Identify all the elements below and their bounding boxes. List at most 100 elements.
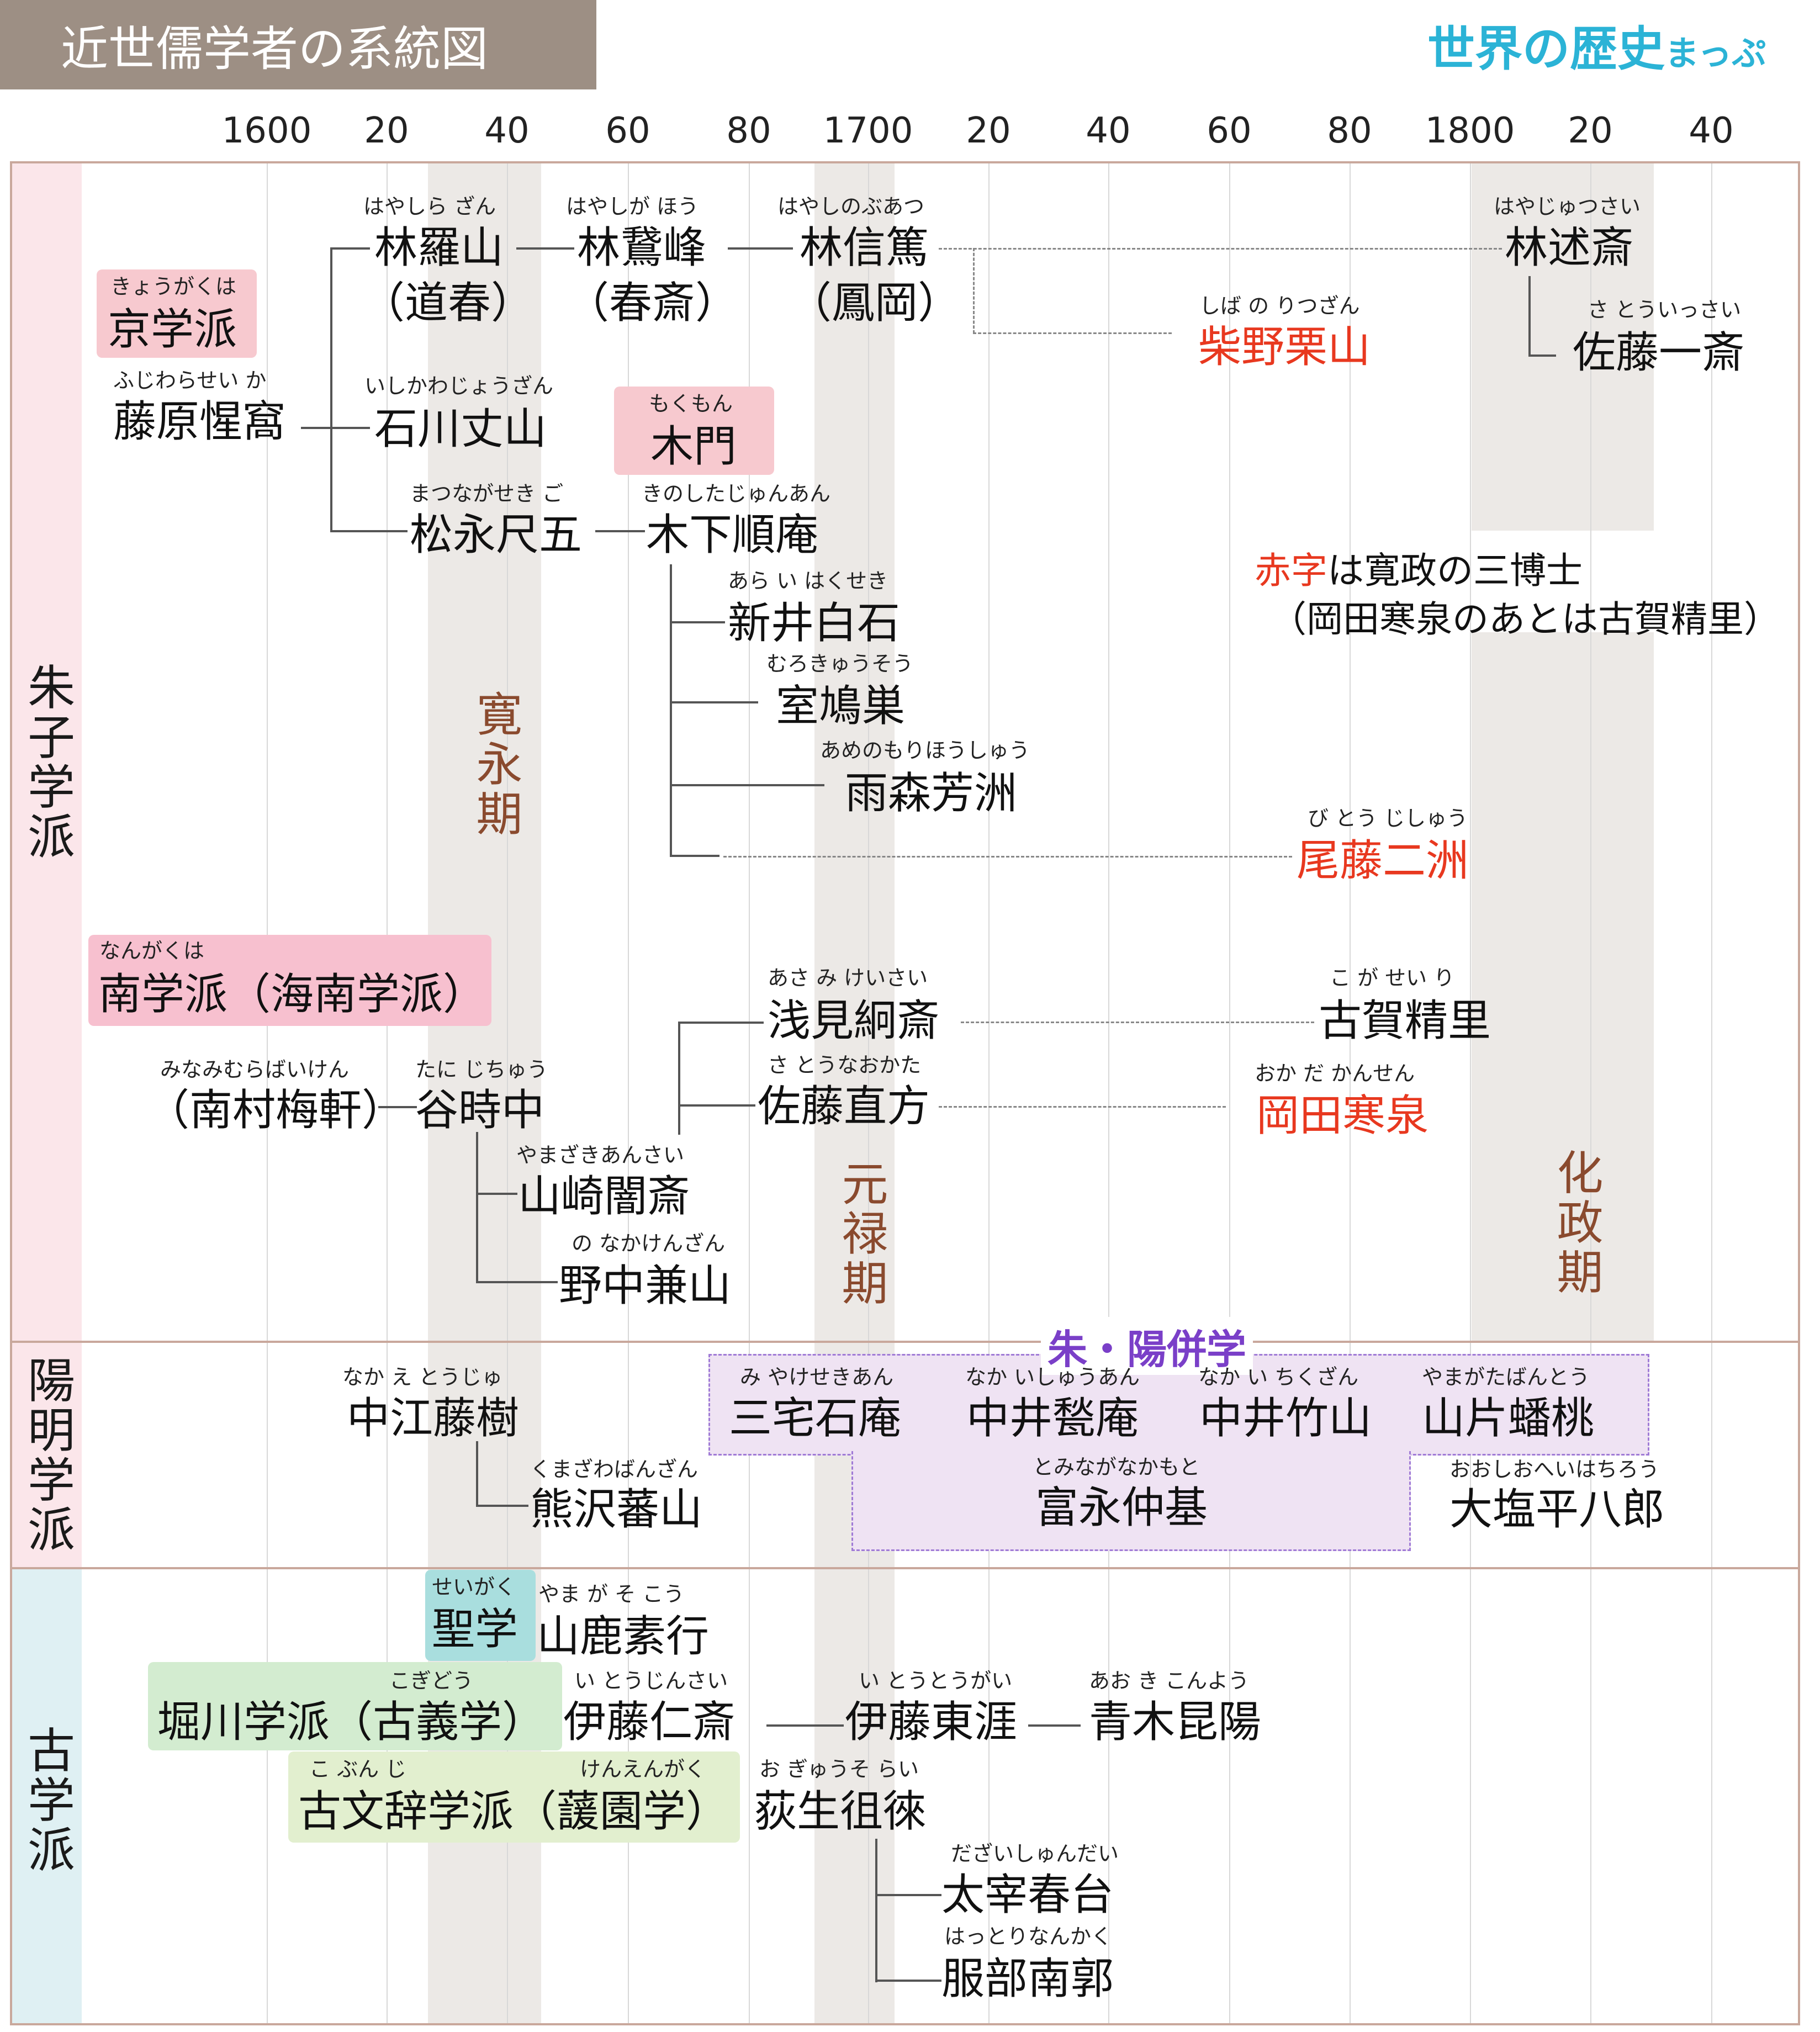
connector (301, 427, 331, 429)
ruby-kobunji-a: こ ぶん じ (309, 1757, 407, 1781)
person-nonaka: 野中兼山 (559, 1261, 732, 1311)
person-shibano: 柴野栗山 (1198, 322, 1371, 372)
ruby-oshio: おおしおへいはちろう (1449, 1457, 1660, 1481)
tick-label-1720: 20 (966, 110, 1011, 151)
connector (330, 427, 370, 429)
school-label-kogaku: 古学派 (19, 1726, 75, 1875)
era-label-kanei: 寛永期 (469, 690, 523, 839)
group-tag-kyogaku (97, 269, 257, 358)
connector (476, 1441, 478, 1506)
tick-label-1780: 80 (1327, 110, 1372, 151)
chart-frame (10, 161, 1800, 2025)
ruby-muro: むろきゅうそう (766, 652, 914, 676)
ruby-shibano: しば の りつざん (1199, 294, 1360, 318)
ruby-arai: あら い はくせき (728, 569, 888, 593)
tick-label-1800: 1800 (1425, 110, 1515, 151)
note-rest: は寛政の三博士 (1327, 549, 1583, 592)
connector (1528, 276, 1531, 356)
dashed-connector (973, 248, 975, 334)
label-kobunji: 古文辞学派（蘐園学） (298, 1787, 729, 1837)
ruby-amenomori: あめのもりほうしゅう (820, 738, 1030, 763)
era-band-kasei-lower (1472, 632, 1654, 1342)
connector (670, 564, 672, 857)
era-band-kasei (1472, 163, 1654, 531)
person-oshio: 大塩平八郎 (1449, 1485, 1665, 1534)
person-ito-togai: 伊藤東涯 (845, 1697, 1018, 1747)
ruby-hayashi-razan: はやしら ざん (363, 194, 496, 219)
gridline-1680 (749, 163, 750, 2023)
combined-group-lower (851, 1451, 1411, 1551)
connector (330, 247, 370, 250)
connector (670, 855, 719, 857)
person-hayashi-hoko: 林信篤 (800, 223, 929, 273)
section-divider-2 (10, 1567, 1800, 1569)
ruby-kinoshita: きのしたじゅんあん (642, 481, 831, 506)
connector (1528, 354, 1556, 357)
person-hattori: 服部南郭 (941, 1954, 1114, 2004)
ruby-kobunji-b: けんえんがく (580, 1757, 706, 1781)
connector (516, 247, 574, 250)
tick-label-1840: 40 (1689, 110, 1734, 151)
ruby-sato-naokata: さ とうなおかた (768, 1053, 922, 1077)
connector (670, 701, 758, 703)
tick-label-1820: 20 (1568, 110, 1613, 151)
ruby-matsunaga: まつながせき ご (410, 481, 564, 506)
person-koga: 古賀精里 (1319, 996, 1491, 1046)
gridline-1760 (1229, 163, 1230, 2023)
page-title: 近世儒学者の系統図 (61, 22, 488, 77)
ruby-bito: び とう じしゅう (1308, 806, 1468, 830)
connector (330, 247, 332, 532)
gridline-1800 (1470, 163, 1471, 2023)
ruby-okada: おか だ かんせん (1255, 1061, 1415, 1086)
ruby-tominaga: とみながなかもと (1033, 1455, 1200, 1479)
person-okada: 岡田寒泉 (1256, 1091, 1429, 1141)
ruby-koga: こ が せい り (1330, 966, 1455, 990)
era-label-kasei: 化政期 (1549, 1149, 1604, 1298)
tick-label-1640: 40 (484, 110, 530, 151)
connector (476, 1193, 517, 1195)
person-ishikawa: 石川丈山 (374, 404, 547, 454)
era-label-genroku: 元禄期 (834, 1160, 888, 1309)
person-kinoshita: 木下順庵 (646, 510, 819, 560)
section-divider-1 (10, 1341, 1800, 1343)
person-yamaga: 山鹿素行 (537, 1612, 710, 1661)
connector (330, 530, 408, 532)
gridline-1820 (1590, 163, 1591, 2023)
ruby-ishikawa: いしかわじょうざん (364, 374, 554, 398)
connector (875, 1980, 941, 1982)
alias-hayashi-razan: （道春） (362, 278, 535, 328)
era-band-genroku (814, 163, 895, 2023)
label-seigaku: 聖学 (432, 1605, 519, 1654)
alias-hayashi-gaho: （春斎） (566, 278, 739, 328)
connector (875, 1894, 941, 1896)
ruby-hayashi-jussai: はやじゅつさい (1494, 194, 1641, 219)
ruby-yamazaki: やまざきあんさい (516, 1143, 685, 1167)
school-label-shushi: 朱子学派 (19, 663, 75, 861)
label-nangaku: 南学派（海南学派） (98, 970, 486, 1019)
person-hayashi-gaho: 林鵞峰 (577, 223, 707, 273)
person-amenomori: 雨森芳洲 (845, 769, 1018, 818)
person-yamagata: 山片蟠桃 (1422, 1394, 1595, 1443)
ruby-sato-issai: さ とういっさい (1588, 298, 1742, 322)
person-muro: 室鳩巣 (776, 681, 906, 731)
logo-sub: まっぷ (1665, 33, 1766, 73)
school-strip-youmei (12, 1343, 82, 1567)
person-fujiwara: 藤原惺窩 (113, 397, 286, 447)
connector (875, 1839, 877, 1982)
dashed-connector (961, 1022, 1314, 1023)
gridline-1780 (1350, 163, 1351, 2023)
connector (766, 1724, 844, 1727)
ruby-horikawa: こぎどう (389, 1669, 474, 1693)
ruby-kyogaku: きょうがくは (110, 274, 237, 299)
dashed-connector (973, 332, 1172, 334)
ruby-minamimura: みなみむらばいけん (160, 1057, 350, 1082)
gridline-1740 (1108, 163, 1109, 2023)
person-kumazawa: 熊沢蕃山 (530, 1485, 703, 1534)
person-nakai-shuan: 中井甃庵 (966, 1394, 1139, 1443)
ruby-nakai-shuan: なか いしゅうあん (965, 1365, 1140, 1389)
ruby-seigaku: せいがく (432, 1575, 516, 1599)
gridline-1660 (628, 163, 629, 2023)
note-line1: 赤字は寛政の三博士 (1255, 541, 1583, 594)
person-tani: 谷時中 (415, 1086, 545, 1135)
person-hayashi-jussai: 林述斎 (1505, 223, 1634, 273)
